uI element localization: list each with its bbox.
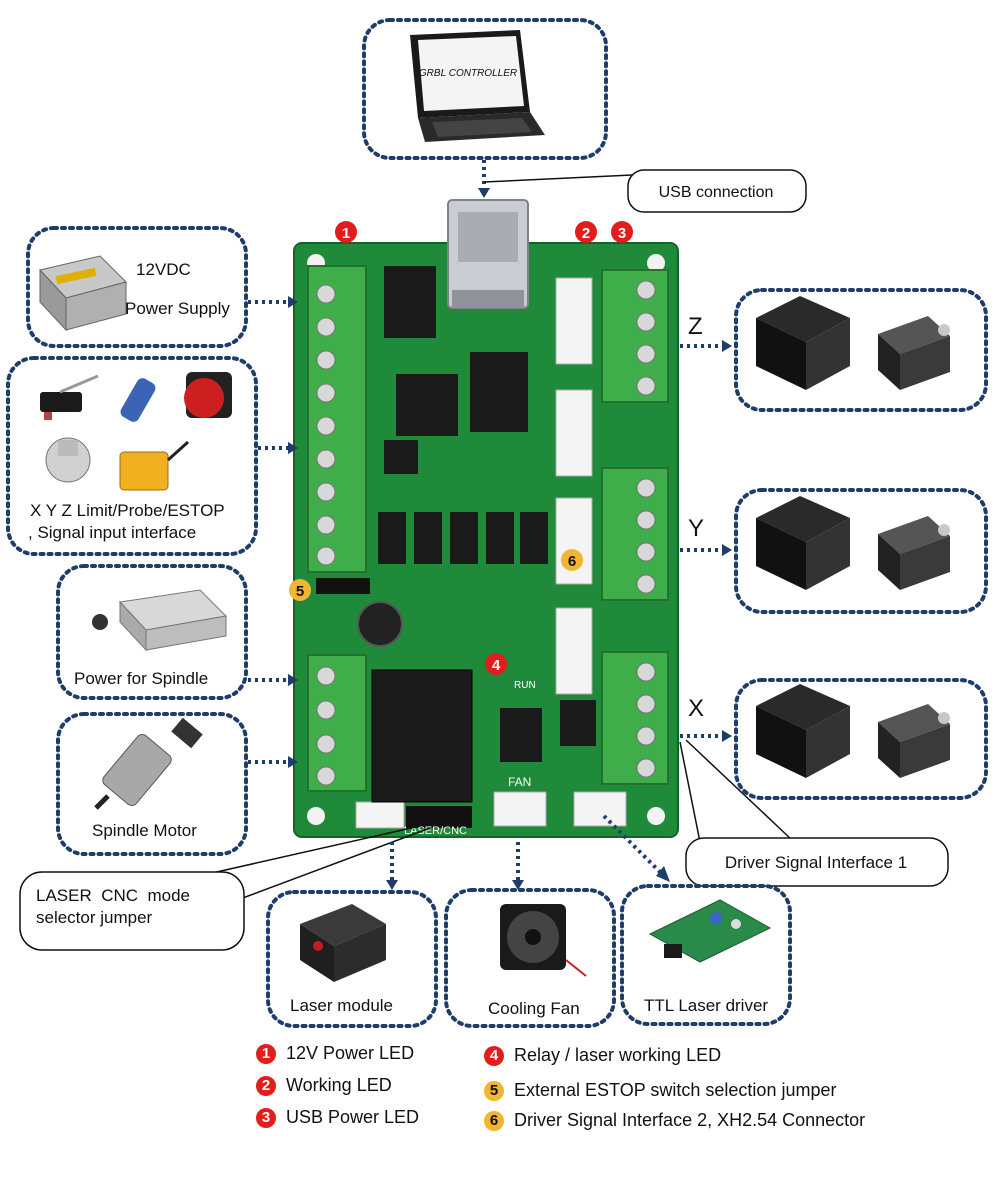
legend-item-4: 4 Relay / laser working LED	[484, 1045, 721, 1066]
limit-label-1: X Y Z Limit/Probe/ESTOP	[30, 501, 225, 520]
driver-signal-label: Driver Signal Interface 1	[725, 853, 907, 872]
power-supply-box: 12VDC Power Supply	[26, 226, 248, 348]
legend-item-1: 1 12V Power LED	[256, 1043, 414, 1064]
stepper-motor-icon-y	[878, 516, 950, 590]
svg-text:6: 6	[568, 553, 576, 570]
ttl-driver-box: TTL Laser driver	[620, 884, 792, 1026]
computer-box: GRBL CONTROLLER	[362, 18, 608, 160]
axis-x-label: X	[688, 695, 704, 722]
driver-z-box	[734, 288, 988, 412]
laser-cnc-label-1: LASER CNC mode	[36, 886, 190, 905]
right-terminal-y	[601, 467, 669, 601]
stepper-motor-icon-z	[878, 316, 950, 390]
laser-module-label: Laser module	[290, 996, 393, 1015]
legend-text-1: 12V Power LED	[286, 1043, 415, 1063]
badge-3: 3	[611, 221, 633, 243]
legend-badge-5: 5	[484, 1080, 504, 1101]
stepper-driver-icon-y	[756, 496, 850, 590]
fan-icon	[500, 904, 587, 977]
spindle-power-supply-icon	[92, 589, 228, 652]
driver-y-box	[734, 488, 988, 614]
driver-signal-callout: Driver Signal Interface 1	[679, 739, 949, 887]
spindle-motor-box: Spindle Motor	[56, 712, 248, 856]
laser-cnc-label-2: selector jumper	[36, 908, 153, 927]
legend-badge-2: 2	[256, 1075, 276, 1096]
power-supply-icon	[39, 255, 127, 332]
limit-label-2: , Signal input interface	[28, 523, 196, 542]
badge-4: 4	[485, 653, 507, 675]
limit-switch-icon	[40, 374, 99, 420]
ttl-driver-label: TTL Laser driver	[644, 996, 768, 1015]
proximity-sensor-icon	[120, 378, 156, 422]
badge-2: 2	[575, 221, 597, 243]
svg-text:4: 4	[492, 657, 501, 674]
stepper-driver-icon-z	[756, 296, 850, 390]
axis-z-label: Z	[688, 313, 703, 340]
spindle-motor-icon	[94, 717, 203, 810]
relay	[371, 669, 473, 803]
laser-cnc-callout: LASER CNC mode selector jumper	[19, 825, 431, 951]
cooling-fan-label: Cooling Fan	[488, 999, 580, 1018]
limit-switch-round-icon	[45, 437, 91, 483]
badge-1: 1	[335, 221, 357, 243]
usb-port	[447, 199, 529, 309]
legend-item-5: 5 External ESTOP switch selection jumper	[484, 1080, 836, 1101]
controller-board: FAN LASER/CNC RUN	[293, 199, 679, 838]
svg-text:3: 3	[618, 225, 626, 242]
legend-item-3: 3 USB Power LED	[256, 1107, 419, 1128]
cooling-fan-box: Cooling Fan	[444, 888, 616, 1028]
svg-text:2: 2	[582, 225, 590, 242]
legend-badge-3: 3	[256, 1107, 276, 1128]
board-fan-label: FAN	[508, 775, 531, 789]
axis-y-label: Y	[688, 515, 704, 542]
laptop-screen-text: GRBL CONTROLLER	[419, 68, 517, 79]
spindle-motor-label: Spindle Motor	[92, 821, 197, 840]
spindle-power-box: Power for Spindle	[56, 564, 248, 700]
board-run-label: RUN	[514, 680, 536, 691]
legend-text-4: Relay / laser working LED	[514, 1045, 722, 1065]
svg-text:5: 5	[296, 583, 304, 600]
ttl-driver-board-icon	[648, 899, 772, 963]
spindle-power-label: Power for Spindle	[74, 669, 208, 688]
legend-badge-6: 6	[484, 1110, 504, 1131]
legend-item-2: 2 Working LED	[256, 1075, 392, 1096]
estop-button-icon	[184, 372, 232, 418]
laser-module-box: Laser module	[266, 890, 438, 1028]
legend-badge-1: 1	[256, 1043, 276, 1064]
svg-text:1: 1	[342, 225, 350, 242]
power-supply-label-2: Power Supply	[125, 299, 230, 318]
legend-badge-4: 4	[484, 1045, 504, 1066]
limit-switches-box: X Y Z Limit/Probe/ESTOP , Signal input i…	[6, 356, 258, 556]
usb-callout: USB connection	[483, 169, 807, 213]
power-supply-label-1: 12VDC	[136, 260, 191, 279]
board-laser-cnc-label: LASER/CNC	[404, 825, 467, 837]
legend-text-3: USB Power LED	[286, 1107, 420, 1127]
stepper-driver-icon-x	[756, 684, 850, 778]
spindle-terminal-block	[307, 654, 367, 792]
usb-callout-label: USB connection	[659, 184, 774, 201]
stepper-motor-icon-x	[878, 704, 950, 778]
inductive-sensor-icon	[119, 440, 190, 491]
legend-text-2: Working LED	[286, 1075, 392, 1095]
legend-text-6: Driver Signal Interface 2, XH2.54 Connec…	[514, 1110, 866, 1130]
laser-module-icon	[300, 904, 386, 982]
right-terminal-x	[601, 651, 669, 785]
legend-text-5: External ESTOP switch selection jumper	[514, 1080, 837, 1100]
laptop-icon	[410, 30, 545, 142]
badge-6: 6	[561, 549, 583, 571]
driver-x-box	[734, 678, 988, 800]
right-terminal-z	[601, 269, 669, 403]
badge-5: 5	[289, 579, 311, 601]
left-terminal-block	[307, 265, 367, 573]
legend-item-6: 6 Driver Signal Interface 2, XH2.54 Conn…	[484, 1110, 865, 1131]
